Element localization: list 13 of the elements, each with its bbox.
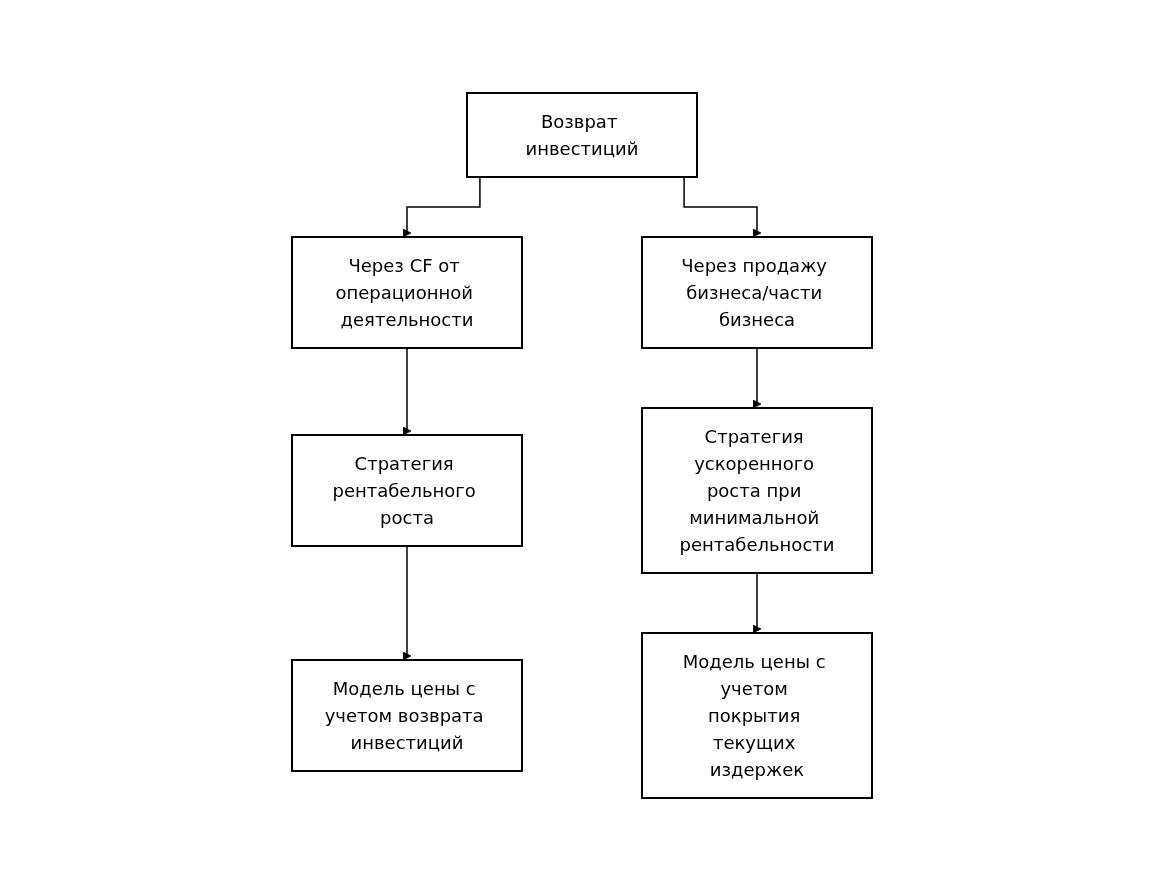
node-box: Модель цены с учетом возврата инвестиций — [290, 659, 523, 772]
arrow — [682, 176, 761, 238]
arrow — [402, 176, 481, 238]
arrow — [402, 545, 411, 661]
node-box: Стратегия рентабельного роста — [290, 434, 523, 547]
arrow — [752, 347, 761, 409]
node-box: Возврат инвестиций — [465, 92, 698, 178]
node-box: Через продажу бизнеса/части бизнеса — [640, 236, 873, 349]
arrow — [752, 572, 761, 634]
arrow — [402, 347, 411, 436]
node-box: Через CF от операционной деятельности — [290, 236, 523, 349]
node-box: Стратегия ускоренного роста при минимальной рентабельности — [640, 407, 873, 574]
node-box: Модель цены с учетом покрытия текущих издержек — [640, 632, 873, 799]
